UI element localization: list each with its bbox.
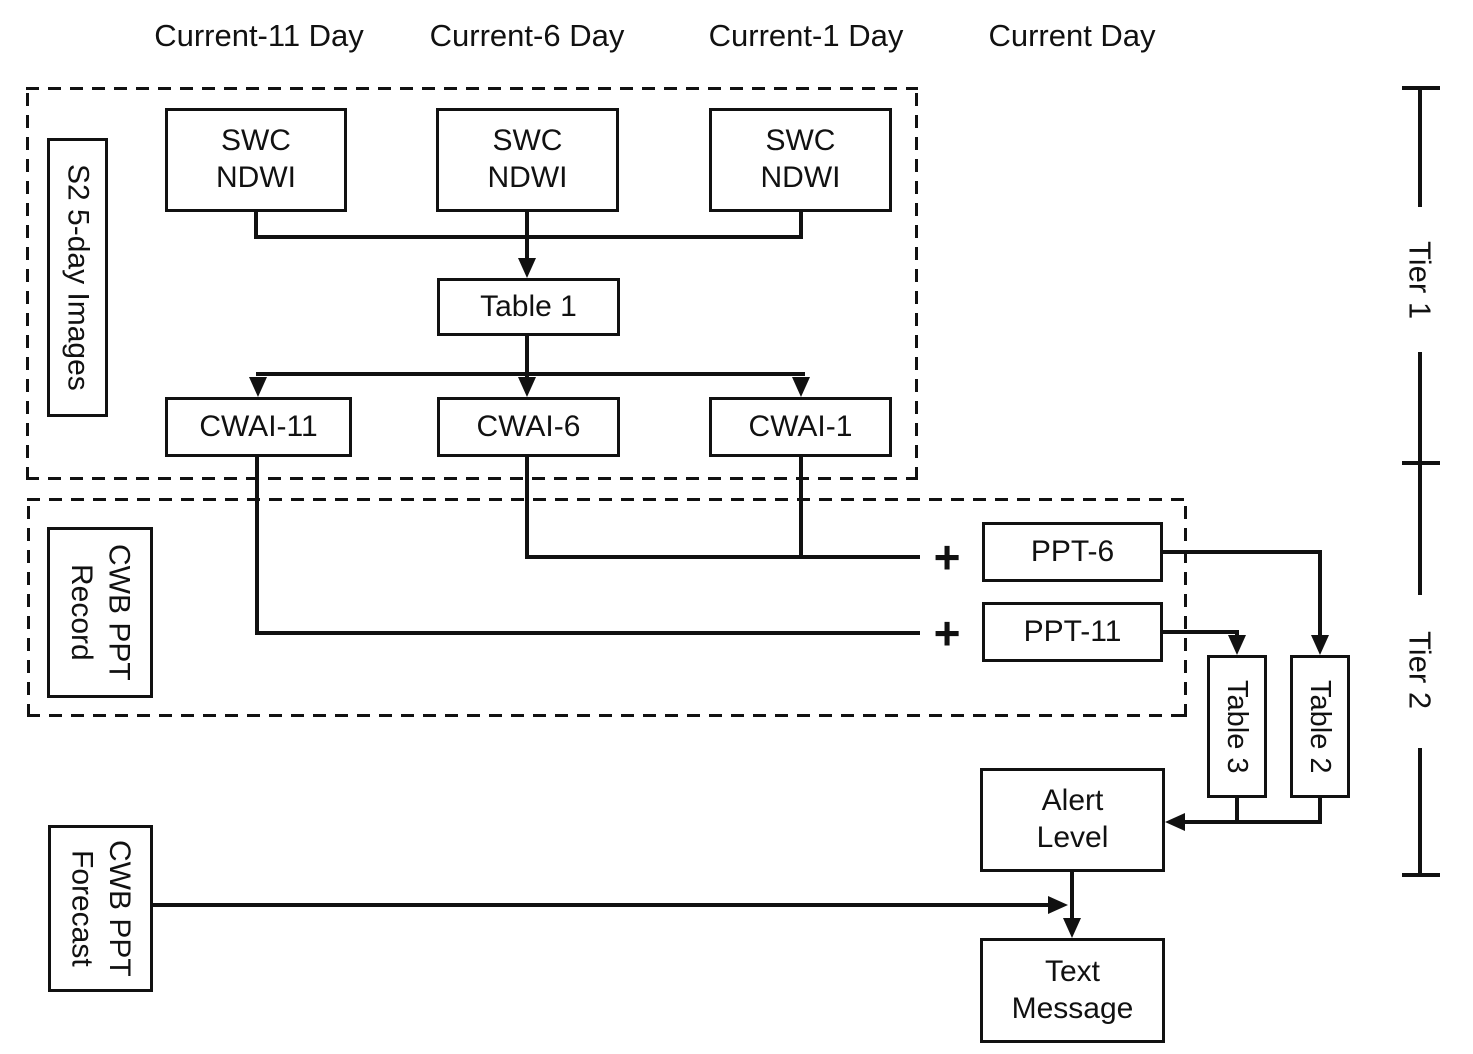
node-ppt-6: PPT-6 (982, 522, 1163, 582)
ppt-6-label: PPT-6 (1030, 534, 1115, 568)
arrowhead-into-table3 (1228, 635, 1246, 655)
alert-level-label: Alert Level (1037, 783, 1109, 856)
s2-5day-images-label: S2 5-day Images (61, 164, 95, 391)
connector-ppt11-down (1235, 630, 1239, 638)
table-1-label: Table 1 (480, 289, 577, 323)
tier2-bracket-line-lower (1418, 748, 1422, 875)
connector-ppt11-right (1163, 630, 1239, 634)
cwb-ppt-record-line2: Record (65, 564, 98, 661)
connector-tables-bus (1183, 820, 1322, 824)
arrowhead-into-cwai6 (518, 377, 536, 397)
column-header-current-6-day: Current-6 Day (429, 18, 625, 53)
table-3-label: Table 3 (1221, 679, 1254, 774)
alert-line2: Level (1036, 821, 1109, 854)
node-swc-ndwi-current-1: SWC NDWI (709, 108, 892, 212)
tier1-bracket-label-box: Tier 1 (1396, 220, 1442, 340)
column-header-current-1-day: Current-1 Day (708, 18, 904, 53)
node-table-3: Table 3 (1207, 655, 1267, 798)
cwai-6-label: CWAI-6 (476, 409, 581, 443)
tier2-bracket-label-box: Tier 2 (1396, 610, 1442, 730)
text-line1: Text (1044, 954, 1100, 988)
node-ppt-11: PPT-11 (982, 602, 1163, 662)
cwb-ppt-forecast-label-box: CWB PPT Forecast (48, 825, 153, 992)
ndwi-line2: NDWI (487, 161, 568, 194)
tier1-bracket-line-upper (1418, 88, 1422, 207)
connector-forecast-right (153, 903, 1050, 907)
node-text-message: Text Message (980, 938, 1165, 1043)
arrowhead-into-text-message (1063, 918, 1081, 938)
swc-line1: SWC (765, 124, 836, 158)
cwb-ppt-record-label-box: CWB PPT Record (47, 527, 153, 698)
cwai-1-label: CWAI-1 (748, 409, 853, 443)
connector-swc6-to-table1 (525, 212, 529, 262)
table-2-label: Table 2 (1304, 679, 1337, 774)
node-alert-level: Alert Level (980, 768, 1165, 872)
node-cwai-11: CWAI-11 (165, 397, 352, 457)
connector-table2-down (1318, 798, 1322, 824)
swc-line1: SWC (220, 124, 291, 158)
arrowhead-into-cwai1 (792, 377, 810, 397)
plus-operator-ppt-6: + (933, 531, 961, 583)
connector-table1-down (525, 336, 529, 378)
connector-feed-ppt6 (525, 555, 920, 559)
cwb-ppt-forecast-line2: Forecast (65, 850, 99, 967)
connector-cwai6-down (525, 457, 529, 559)
arrowhead-into-table2 (1311, 635, 1329, 655)
arrowhead-forecast-junction (1048, 896, 1068, 914)
connector-swc1-down (799, 212, 803, 239)
cwb-ppt-forecast-line1: CWB PPT (103, 840, 136, 977)
node-swc-ndwi-current-11: SWC NDWI (165, 108, 347, 212)
connector-swc11-down (254, 212, 258, 239)
plus-operator-ppt-11: + (933, 607, 961, 659)
text-message-label: Text Message (1012, 954, 1134, 1027)
ppt-11-label: PPT-11 (1023, 614, 1122, 648)
node-cwai-1: CWAI-1 (709, 397, 892, 457)
arrowhead-into-cwai11 (249, 377, 267, 397)
ndwi-line2: NDWI (216, 161, 296, 194)
tier1-bracket-line-lower (1418, 352, 1422, 595)
ndwi-line2: NDWI (760, 161, 841, 194)
connector-table3-down (1235, 798, 1239, 824)
connector-ppt6-right (1163, 550, 1322, 554)
tier-1-label: Tier 1 (1402, 240, 1438, 320)
alert-line1: Alert (1041, 784, 1104, 818)
cwb-ppt-record-line1: CWB PPT (102, 544, 136, 681)
cwai-11-label: CWAI-11 (199, 409, 318, 443)
node-table-2: Table 2 (1290, 655, 1350, 798)
arrowhead-into-table1 (518, 258, 536, 278)
tier-bracket-mid-tick (1402, 461, 1440, 465)
swc-ndwi-label: SWC NDWI (216, 123, 296, 196)
node-cwai-6: CWAI-6 (437, 397, 620, 457)
tier-2-label: Tier 2 (1402, 630, 1438, 710)
text-line2: Message (1011, 991, 1134, 1025)
tier-bracket-bottom-cap (1402, 873, 1440, 877)
connector-cwai1-down (799, 457, 803, 559)
arrowhead-into-alert-level (1165, 813, 1185, 831)
swc-line1: SWC (492, 124, 563, 158)
cwb-ppt-record-label: CWB PPT Record (63, 544, 138, 681)
swc-ndwi-label: SWC NDWI (488, 123, 568, 196)
node-swc-ndwi-current-6: SWC NDWI (436, 108, 619, 212)
column-header-current-day: Current Day (988, 18, 1156, 53)
connector-cwai11-down (255, 457, 259, 635)
cwb-ppt-forecast-label: CWB PPT Forecast (63, 840, 138, 977)
connector-ppt6-down (1318, 550, 1322, 638)
column-header-current-11-day: Current-11 Day (154, 18, 364, 53)
connector-feed-ppt11 (255, 631, 920, 635)
node-table-1: Table 1 (437, 278, 620, 336)
s2-5day-images-label-box: S2 5-day Images (47, 138, 108, 417)
connector-alert-down (1070, 872, 1074, 922)
connector-cwai-bus (256, 372, 805, 376)
swc-ndwi-label: SWC NDWI (761, 123, 841, 196)
